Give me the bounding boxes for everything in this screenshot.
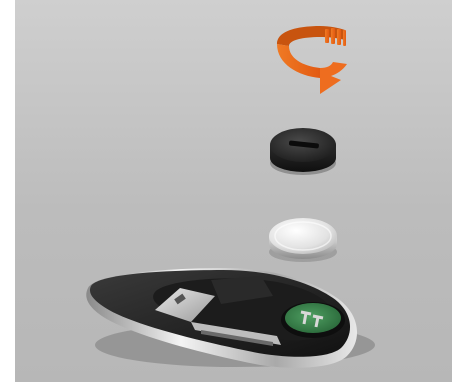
illustration-panel bbox=[15, 0, 452, 382]
battery-replacement-illustration bbox=[15, 0, 452, 382]
circuit-board bbox=[281, 302, 345, 338]
coin-cell-battery bbox=[269, 218, 337, 262]
battery-cover-cap bbox=[270, 128, 336, 175]
